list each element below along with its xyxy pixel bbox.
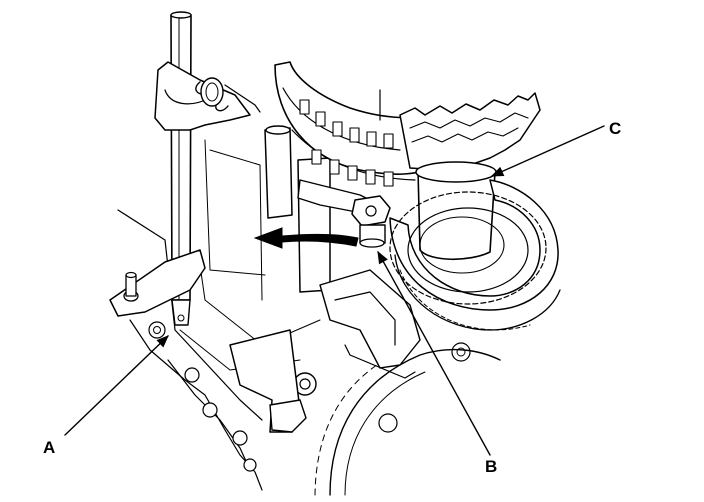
transmission-housing [117, 139, 471, 491]
gear-stack [389, 92, 561, 331]
shift-lever-arm [109, 249, 206, 326]
callout-label-b: B [485, 457, 497, 476]
clutch-drum [274, 61, 441, 187]
callout-label-a: A [43, 438, 55, 457]
rotation-arrow [253, 227, 359, 249]
selector-assembly [229, 125, 421, 433]
drum-windows [299, 99, 394, 187]
shift-shaft [109, 11, 261, 326]
callout-leader-b [377, 250, 491, 456]
callout-leader-c [490, 125, 605, 177]
return-spring [195, 77, 261, 113]
callout-leader-a [64, 335, 169, 436]
lower-gear [314, 344, 501, 496]
callout-label-c: C [609, 119, 621, 138]
